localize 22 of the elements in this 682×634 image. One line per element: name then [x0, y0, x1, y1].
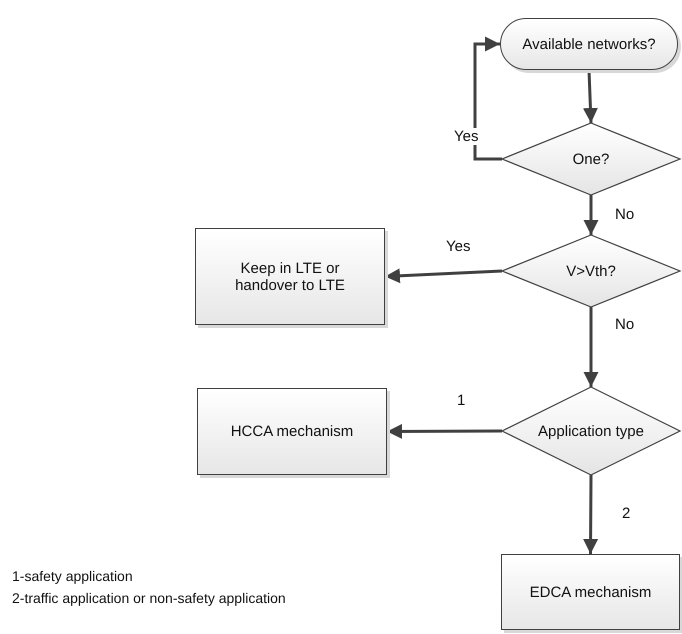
node-text: Keep in LTE or handover to LTE — [234, 260, 346, 294]
decision-diamond — [502, 387, 680, 475]
process-box — [195, 228, 385, 325]
arrow — [474, 36, 502, 160]
node-text: Available networks? — [522, 36, 656, 52]
node-text: One? — [572, 150, 610, 168]
node-text: Application type — [538, 422, 644, 440]
arrow — [583, 474, 598, 554]
decision-diamond — [502, 235, 680, 307]
node-text: HCCA mechanism — [230, 423, 354, 440]
node-text: V>Vth? — [566, 262, 616, 280]
arrow — [387, 424, 502, 439]
note-text: 2-traffic application or non-safety application — [12, 590, 286, 606]
arrow — [584, 307, 598, 387]
decision-diamond — [502, 123, 680, 195]
process-box — [197, 388, 387, 475]
process-box — [501, 554, 680, 630]
edge-label: Yes — [452, 128, 480, 145]
terminator-shape — [500, 18, 678, 70]
note-text: 1-safety application — [12, 568, 133, 584]
arrow — [584, 195, 598, 235]
node-text: EDCA mechanism — [530, 584, 652, 600]
